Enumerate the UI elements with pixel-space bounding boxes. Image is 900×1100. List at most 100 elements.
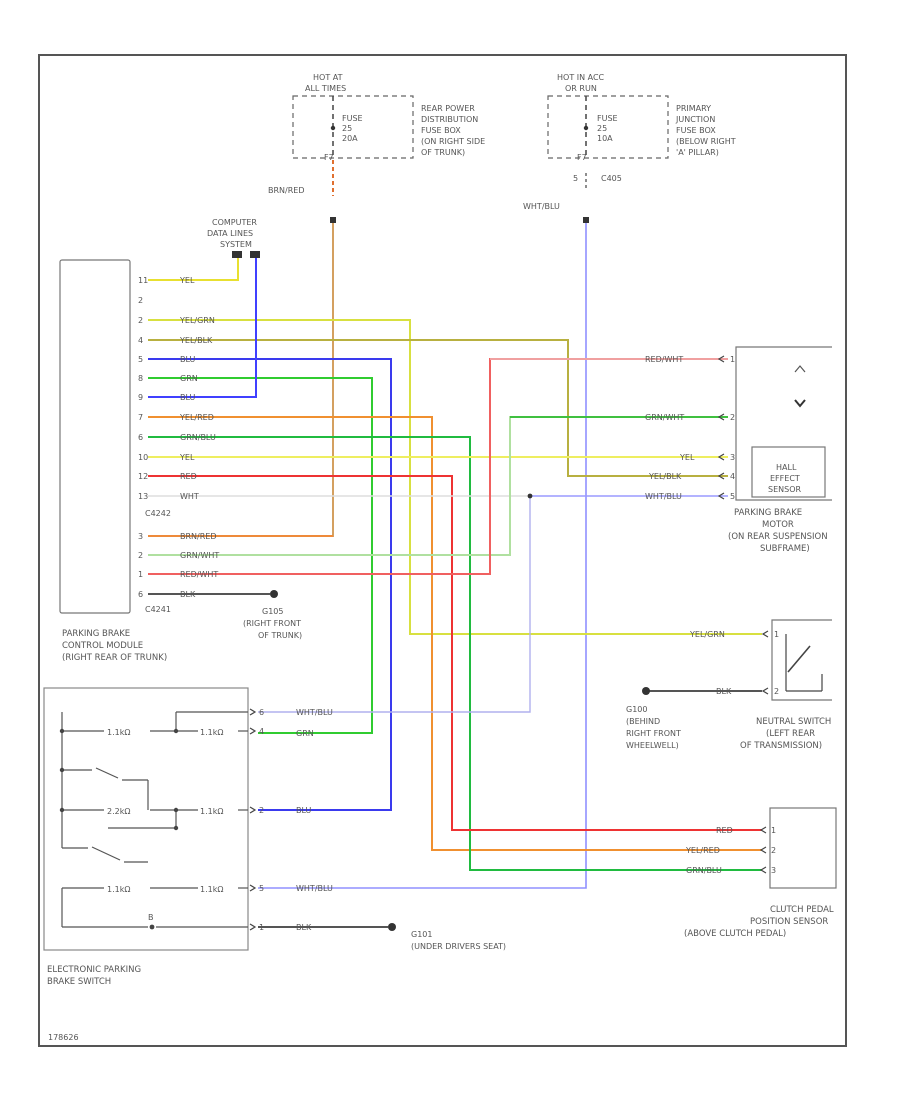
wire-label-grn-blu-clutch: GRN/BLU bbox=[686, 866, 722, 875]
wire-blu bbox=[148, 358, 392, 811]
wire-label-wht: WHT bbox=[180, 492, 199, 501]
wire-label-wht-blu-sw2: WHT/BLU bbox=[296, 884, 333, 893]
switch-label-1: ELECTRONIC PARKING bbox=[47, 965, 141, 975]
module-pin-label: 11 bbox=[138, 276, 148, 285]
fuse-right: HOT IN ACC OR RUN FUSE 25 10A F7 PRIMARY… bbox=[547, 73, 736, 190]
neutral-pin-label: 1 bbox=[774, 630, 779, 639]
wire-label-grn-wht: GRN/WHT bbox=[180, 551, 219, 560]
wire-label-red: RED bbox=[180, 472, 197, 481]
fuse-right-box-2: JUNCTION bbox=[675, 115, 715, 124]
wire-label-blu: BLU bbox=[180, 355, 196, 364]
fuse-right-conn-pin: 5 bbox=[573, 174, 578, 183]
neutral-pin-arrow bbox=[761, 630, 769, 638]
neutral-pin-arrow bbox=[761, 687, 769, 695]
module-pin-label: 8 bbox=[138, 374, 143, 383]
switch-wire-labels: WHT/BLU GRN BLU WHT/BLU BLK bbox=[296, 708, 333, 932]
switch-pin-label: 2 bbox=[259, 806, 264, 815]
clutch-pin-label: 1 bbox=[771, 826, 776, 835]
wire-label-blu-2: BLU bbox=[180, 393, 196, 402]
clutch-label-1: CLUTCH PEDAL bbox=[770, 905, 834, 915]
switch-pin-arrow bbox=[249, 923, 257, 931]
wire-label-yel-right: YEL bbox=[679, 453, 695, 462]
neutral-label-3: OF TRANSMISSION) bbox=[740, 741, 822, 751]
fuse-left-box-5: OF TRUNK) bbox=[421, 148, 465, 157]
splice-brn-red bbox=[330, 217, 336, 223]
switch-pin-label: 6 bbox=[259, 708, 264, 717]
computer-data-lines: COMPUTER DATA LINES SYSTEM bbox=[207, 218, 260, 258]
neutral-label-2: (LEFT REAR bbox=[766, 729, 815, 739]
module-label-2: CONTROL MODULE bbox=[62, 641, 143, 651]
module-lower-pin-label: 6 bbox=[138, 590, 143, 599]
hall-sensor-3: SENSOR bbox=[768, 485, 801, 494]
wire-wht-blu-switch bbox=[258, 496, 531, 713]
fuse-left-amp: 20A bbox=[342, 134, 358, 143]
motor-pin-arrow bbox=[717, 453, 725, 461]
module-lower-pin-label: 1 bbox=[138, 570, 143, 579]
motor-pin-arrow bbox=[717, 413, 725, 421]
module-pin-label: 13 bbox=[138, 492, 148, 501]
splice-wht bbox=[527, 493, 533, 499]
motor-pin-label: 3 bbox=[730, 453, 735, 462]
wire-label-wht-blu-top: WHT/BLU bbox=[523, 202, 560, 211]
fuse-right-header-2: OR RUN bbox=[565, 84, 597, 93]
motor-label-3: (ON REAR SUSPENSION bbox=[728, 532, 828, 542]
wires bbox=[148, 160, 762, 928]
motor-label-4: SUBFRAME) bbox=[760, 544, 810, 554]
switch-pin-label: 5 bbox=[259, 884, 264, 893]
module-wire-labels: YEL YEL/GRN YEL/BLK BLU GRN BLU YEL/RED … bbox=[179, 276, 219, 599]
wire-label-yel-blk: YEL/BLK bbox=[179, 336, 213, 345]
module-lower-pin-label: 3 bbox=[138, 532, 143, 541]
dlc-line-2: DATA LINES bbox=[207, 229, 253, 238]
motor-pin-arrow bbox=[717, 472, 725, 480]
wire-label-brn-red-lower: BRN/RED bbox=[180, 532, 217, 541]
res-3a: 1.1kΩ bbox=[107, 885, 130, 894]
res-2a: 2.2kΩ bbox=[107, 807, 130, 816]
motor-label-1: PARKING BRAKE bbox=[734, 508, 802, 518]
neutral-switch: 12 NEUTRAL SWITCH (LEFT REAR OF TRANSMIS… bbox=[740, 619, 832, 751]
wire-label-red-wht-right: RED/WHT bbox=[645, 355, 683, 364]
wire-label-yel: YEL bbox=[179, 276, 195, 285]
electronic-parking-brake-switch: 1.1kΩ 1.1kΩ 2.2kΩ 1.1kΩ 1.1kΩ 1.1kΩ B 64… bbox=[43, 687, 264, 987]
diagram-frame bbox=[38, 54, 847, 1047]
hall-sensor-2: EFFECT bbox=[770, 474, 800, 483]
res-2b: 1.1kΩ bbox=[200, 807, 223, 816]
wire-label-yel-red-clutch: YEL/RED bbox=[685, 846, 720, 855]
clutch-pin-label: 2 bbox=[771, 846, 776, 855]
g100-line-3: RIGHT FRONT bbox=[626, 729, 681, 738]
motor-wire-labels: RED/WHT GRN/WHT YEL YEL/BLK WHT/BLU YEL/… bbox=[645, 355, 732, 696]
motor-pin-label: 1 bbox=[730, 355, 735, 364]
dlc-line-3: SYSTEM bbox=[220, 240, 252, 249]
fuse-left-header-1: HOT AT bbox=[313, 73, 343, 82]
fuse-left-name: FUSE bbox=[342, 114, 363, 123]
neutral-pin-label: 2 bbox=[774, 687, 779, 696]
motor-pin-label: 2 bbox=[730, 413, 735, 422]
fuse-right-box-3: FUSE BOX bbox=[676, 126, 716, 135]
clutch-pin-arrow bbox=[759, 866, 767, 874]
splices bbox=[330, 217, 589, 499]
g101-name: G101 bbox=[411, 930, 432, 939]
fuse-left-box-1: REAR POWER bbox=[421, 104, 475, 113]
wire-label-grn: GRN bbox=[180, 374, 198, 383]
ground-g101: G101 (UNDER DRIVERS SEAT) bbox=[388, 923, 506, 951]
g100-line-4: WHEELWELL) bbox=[626, 741, 679, 750]
motor-pin-label: 5 bbox=[730, 492, 735, 501]
switch-pin-arrow bbox=[249, 806, 257, 814]
g105-line-2: OF TRUNK) bbox=[258, 631, 302, 640]
fuse-right-header-1: HOT IN ACC bbox=[557, 73, 605, 82]
wire-label-red-clutch: RED bbox=[716, 826, 733, 835]
dlc-line-1: COMPUTER bbox=[212, 218, 257, 227]
module-label-3: (RIGHT REAR OF TRUNK) bbox=[62, 653, 167, 663]
motor-pin-arrow bbox=[717, 492, 725, 500]
wire-red-wht bbox=[148, 358, 728, 575]
switch-pin-arrow bbox=[249, 884, 257, 892]
wire-wht-blu-feed bbox=[258, 222, 587, 889]
module-pin-label: 2 bbox=[138, 296, 143, 305]
g105-name: G105 bbox=[262, 607, 283, 616]
clutch-pedal-position-sensor: 123 CLUTCH PEDAL POSITION SENSOR (ABOVE … bbox=[684, 807, 837, 939]
module-pin-label: 12 bbox=[138, 472, 148, 481]
fuse-left-pin: F7 bbox=[324, 153, 334, 162]
fuse-right-box-5: 'A' PILLAR) bbox=[676, 148, 719, 157]
fuse-left-box-3: FUSE BOX bbox=[421, 126, 461, 135]
diagram-code: 178626 bbox=[48, 1033, 79, 1042]
